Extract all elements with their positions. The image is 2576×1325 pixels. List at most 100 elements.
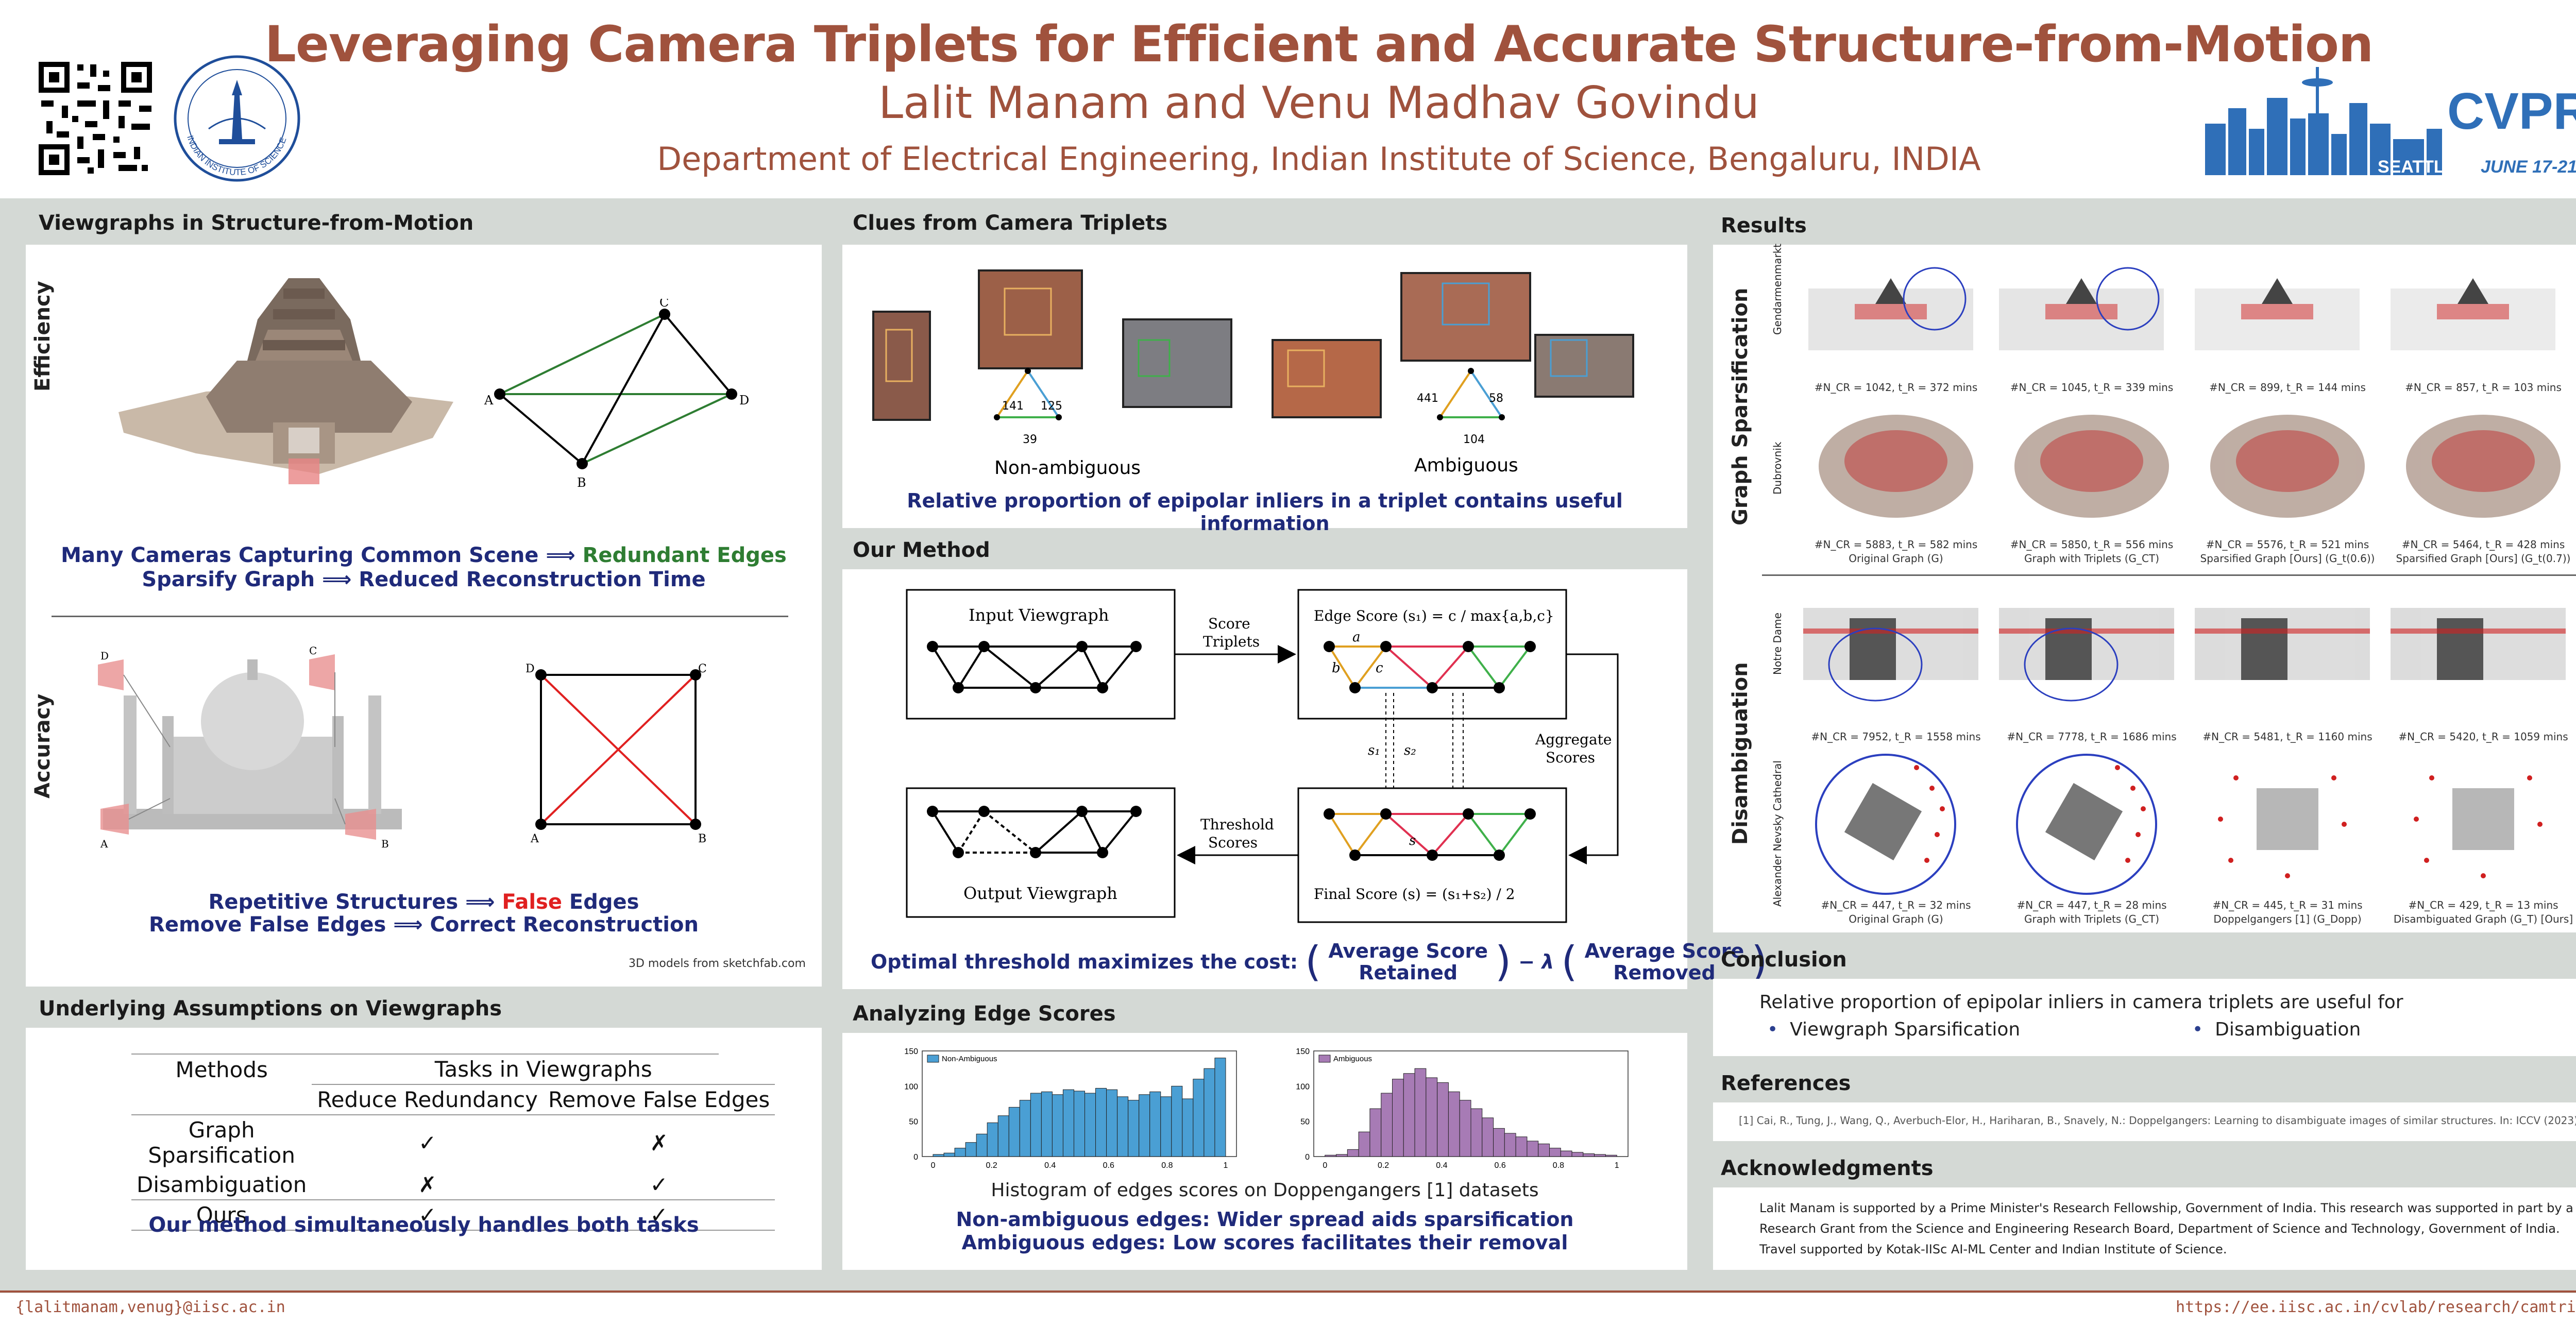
histogram-bar xyxy=(1030,1093,1042,1157)
result-caption: #N_CR = 5464, t_R = 428 mins xyxy=(2401,538,2565,551)
histogram-bar xyxy=(1139,1094,1150,1157)
svg-text:39: 39 xyxy=(1023,433,1037,446)
qr-code-icon[interactable] xyxy=(36,59,155,178)
assumptions-table-wrap: Methods Tasks in Viewgraphs Reduce Redun… xyxy=(131,1054,775,1231)
y-tick-label: 50 xyxy=(909,1118,918,1127)
y-tick-label: 0 xyxy=(913,1153,918,1162)
legend-swatch xyxy=(927,1055,939,1063)
footer-email[interactable]: {lalitmanam,venug}@iisc.ac.in xyxy=(15,1298,285,1316)
analyzing-line-2: Ambiguous edges: Low scores facilitates … xyxy=(961,1231,1568,1254)
y-tick-label: 100 xyxy=(904,1082,918,1091)
accuracy-line-2: Remove False Edges ⟹ Correct Reconstruct… xyxy=(149,913,699,937)
histogram-bar xyxy=(1459,1100,1471,1157)
conclusion-bullet: • Disambiguation xyxy=(2192,1019,2361,1040)
footer-url[interactable]: https://ee.iisc.ac.in/cvlab/research/cam… xyxy=(2176,1298,2576,1316)
poster-header xyxy=(0,0,2576,198)
svg-text:A: A xyxy=(484,393,494,407)
svg-text:141: 141 xyxy=(1002,400,1024,413)
histogram-bar xyxy=(954,1148,966,1157)
assumptions-panel xyxy=(26,1028,822,1270)
svg-text:441: 441 xyxy=(1417,392,1438,405)
result-caption: #N_CR = 5576, t_R = 521 mins xyxy=(2206,538,2369,551)
section-method-heading: Our Method xyxy=(853,538,990,562)
svg-text:Non-ambiguous: Non-ambiguous xyxy=(994,457,1141,479)
histogram-bar xyxy=(1549,1148,1561,1157)
svg-text:B: B xyxy=(698,833,706,845)
assumptions-table: Methods Tasks in Viewgraphs Reduce Redun… xyxy=(131,1055,775,1231)
x-tick-label: 0.4 xyxy=(1436,1161,1447,1170)
result-caption: #N_CR = 429, t_R = 13 mins xyxy=(2408,899,2558,911)
efficiency-label: Efficiency xyxy=(31,281,55,392)
histogram-bar xyxy=(1560,1150,1572,1157)
histogram-bar xyxy=(1358,1131,1370,1157)
histogram-bar xyxy=(1128,1100,1140,1157)
histogram-bar xyxy=(933,1154,944,1157)
histogram-bar xyxy=(1347,1149,1359,1157)
svg-text:B: B xyxy=(577,475,586,490)
result-name: Sparsified Graph [Ours] (G_t(0.6)) xyxy=(2200,552,2375,565)
histogram-bar xyxy=(1008,1107,1020,1157)
x-tick-label: 0 xyxy=(1323,1161,1327,1170)
svg-text:C: C xyxy=(698,662,707,675)
svg-text:s: s xyxy=(1409,833,1416,848)
results-row-notre-dame xyxy=(1803,608,2566,702)
result-name: Graph with Triplets (G_CT) xyxy=(2024,552,2159,565)
histogram-bar xyxy=(1381,1093,1393,1157)
y-tick-label: 150 xyxy=(1296,1047,1310,1056)
x-tick-label: 1 xyxy=(1224,1161,1228,1170)
section-analyzing-heading: Analyzing Edge Scores xyxy=(853,1002,1116,1026)
svg-text:Final Score (s) = (s₁+s₂) / 2: Final Score (s) = (s₁+s₂) / 2 xyxy=(1314,886,1515,903)
poster-authors: Lalit Manam and Venu Madhav Govindu xyxy=(878,77,1759,129)
result-name: Original Graph (G) xyxy=(1849,552,1943,565)
row-label-graph-sparsification: Graph Sparsification xyxy=(1728,287,1752,525)
legend-label: Ambiguous xyxy=(1333,1055,1372,1063)
accuracy-label: Accuracy xyxy=(31,693,55,799)
result-name: Sparsified Graph [Ours] (G_t(0.7)) xyxy=(2396,552,2571,565)
y-tick-label: 150 xyxy=(904,1047,918,1056)
histogram-bar xyxy=(1504,1133,1516,1157)
scene-label: Alexander Nevsky Cathedral xyxy=(1771,760,1784,907)
accuracy-viewgraph-diagram: D C A B xyxy=(526,662,707,845)
section-conclusion-heading: Conclusion xyxy=(1721,948,1847,972)
ack-text: Lalit Manam is supported by a Prime Mini… xyxy=(1759,1201,2576,1256)
histogram-bar xyxy=(997,1115,1009,1157)
svg-text:B: B xyxy=(381,838,389,850)
histogram-bar xyxy=(1605,1154,1617,1157)
section-results-heading: Results xyxy=(1721,214,1807,237)
result-caption: #N_CR = 7778, t_R = 1686 mins xyxy=(2007,731,2177,743)
accuracy-line-1: Repetitive Structures ⟹ False Edges xyxy=(208,890,639,914)
svg-text:58: 58 xyxy=(1489,392,1503,405)
result-caption: #N_CR = 1045, t_R = 339 mins xyxy=(2010,381,2174,394)
svg-text:D: D xyxy=(526,662,535,675)
histogram-bar xyxy=(1448,1091,1460,1157)
y-tick-label: 50 xyxy=(1300,1118,1310,1127)
efficiency-viewgraph-diagram: A B C D xyxy=(484,299,749,490)
histogram-bar xyxy=(1403,1073,1415,1157)
footer-line xyxy=(0,1290,2576,1293)
histogram-bar xyxy=(1062,1089,1074,1157)
result-caption: #N_CR = 447, t_R = 28 mins xyxy=(2016,899,2167,911)
cost-function: Optimal threshold maximizes the cost: ( … xyxy=(871,938,1768,986)
histogram-bar xyxy=(1117,1096,1129,1157)
col-tasks: Tasks in Viewgraphs xyxy=(434,1057,652,1082)
histogram-bar xyxy=(1392,1079,1404,1157)
svg-text:125: 125 xyxy=(1041,400,1062,413)
scene-label: Notre Dame xyxy=(1771,613,1784,675)
y-tick-label: 0 xyxy=(1305,1153,1310,1162)
divider xyxy=(52,616,788,617)
histogram-bar xyxy=(1594,1154,1606,1157)
legend-label: Non-Ambiguous xyxy=(942,1055,997,1063)
histogram-bar xyxy=(1052,1094,1063,1157)
result-name: Disambiguated Graph (G_T) [Ours] xyxy=(2393,913,2573,925)
histogram-bar xyxy=(1214,1058,1226,1157)
x-tick-label: 1 xyxy=(1615,1161,1619,1170)
row-name: Graph Sparsification xyxy=(148,1117,295,1168)
section-clues-heading: Clues from Camera Triplets xyxy=(853,211,1168,235)
x-tick-label: 0.2 xyxy=(1378,1161,1389,1170)
svg-text:Edge Score (s₁) = c / max{a,b,: Edge Score (s₁) = c / max{a,b,c} xyxy=(1314,607,1554,624)
clues-triplet-figure: 141 125 39 441 58 104 Non-ambiguous Ambi… xyxy=(872,269,1634,479)
efficiency-line-2: Sparsify Graph ⟹ Reduced Reconstruction … xyxy=(142,568,706,591)
scene-label: Gendarmenmarkt xyxy=(1771,243,1784,335)
histogram-bar xyxy=(1437,1082,1449,1157)
iisc-seal-logo: INDIAN INSTITUTE OF SCIENCE xyxy=(174,55,300,182)
